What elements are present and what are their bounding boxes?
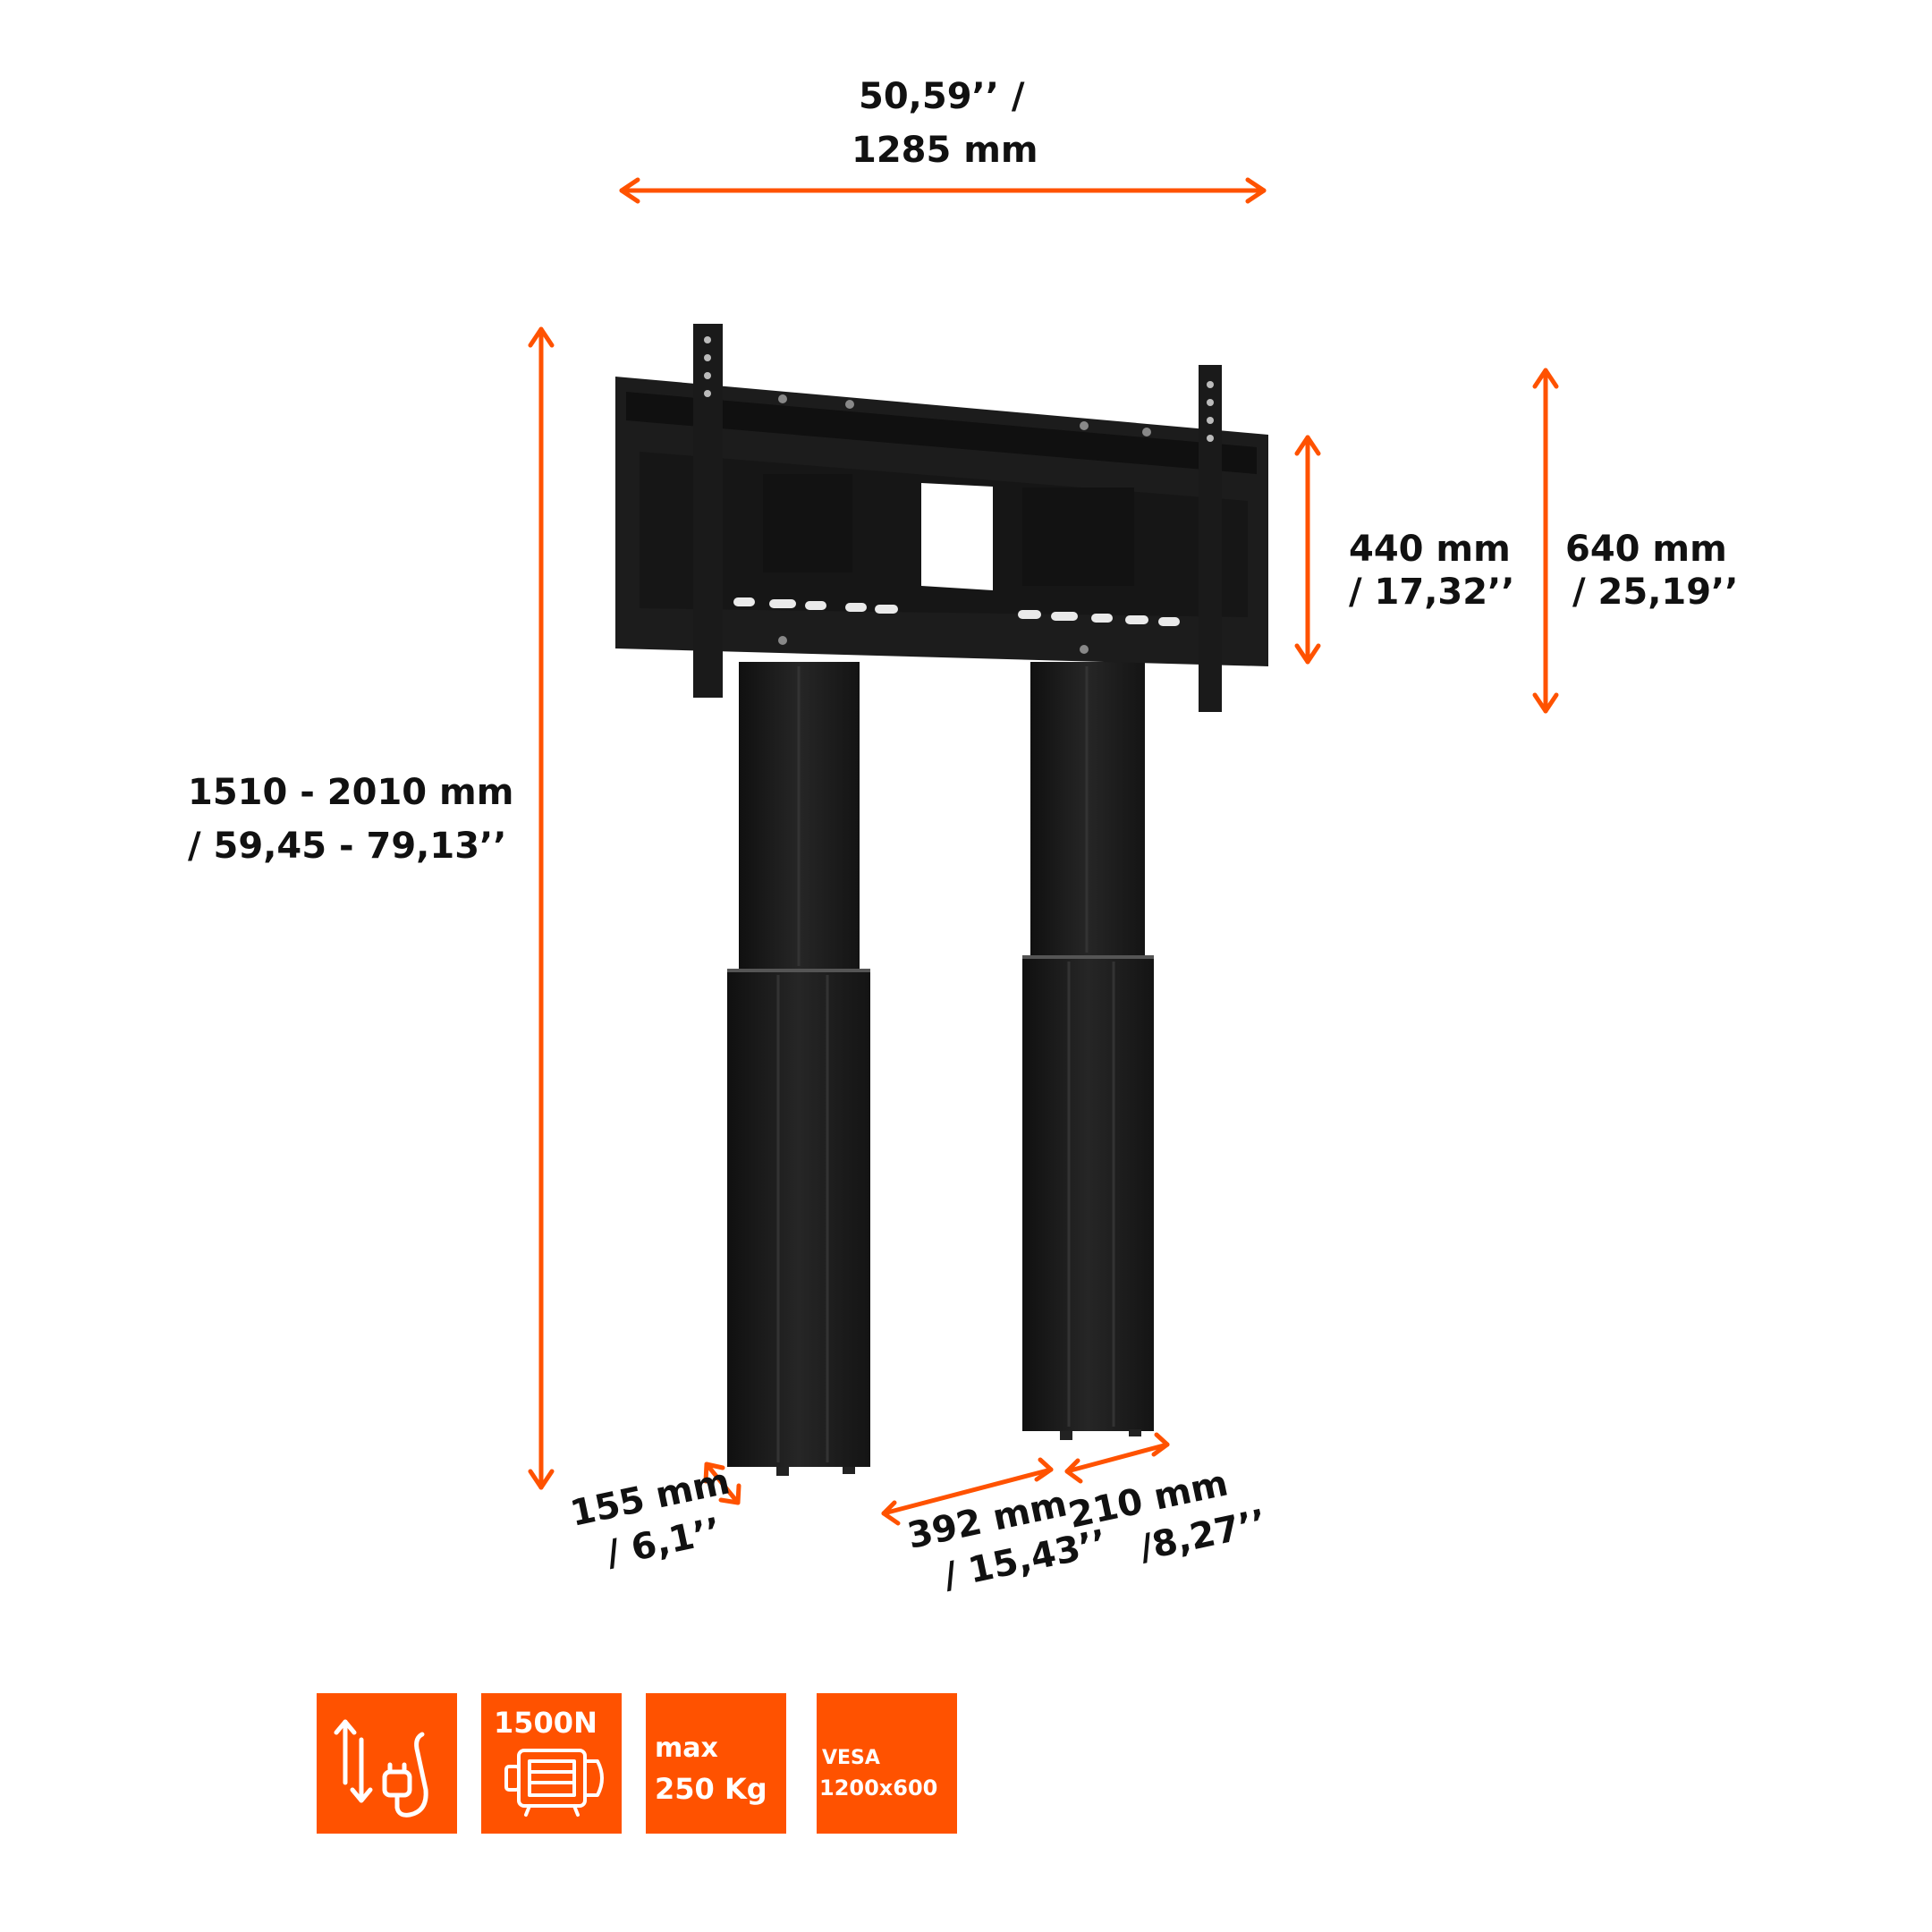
motor-icon — [504, 1749, 604, 1817]
right-column — [1022, 662, 1154, 1440]
frame-height-mm: 440 mm — [1349, 529, 1511, 570]
width-label: 50,59’’ / 1285 mm — [852, 70, 1038, 177]
max-load-badge: max 250 Kg — [646, 1693, 786, 1834]
mount-height-mm: 640 mm — [1565, 529, 1727, 570]
lifting-force-label: 1500N — [494, 1706, 597, 1740]
mount-height-inches: / 25,19’’ — [1572, 572, 1739, 613]
frame-height-inches: / 17,32’’ — [1349, 572, 1515, 613]
max-load-line2: 250 Kg — [655, 1772, 767, 1806]
max-load-line1: max — [655, 1733, 718, 1764]
frame-height-arrow — [1294, 435, 1321, 665]
lifting-force-badge: 1500N — [481, 1693, 622, 1834]
mount-height-arrow — [1532, 368, 1559, 714]
dimension-arrows — [528, 177, 1559, 1526]
column-spacing-arrow — [881, 1457, 1054, 1526]
width-arrow — [619, 177, 1267, 204]
vesa-badge: VESA 1200x600 — [817, 1693, 957, 1834]
height-arrow — [528, 326, 555, 1490]
electric-adjust-badge — [317, 1693, 457, 1834]
height-mm: 1510 - 2010 mm — [188, 772, 514, 813]
column-depth-arrow — [1064, 1432, 1170, 1484]
height-inches: / 59,45 - 79,13’’ — [188, 826, 507, 867]
width-mm: 1285 mm — [852, 130, 1038, 171]
mounting-frame — [615, 324, 1268, 712]
left-column — [727, 662, 870, 1476]
vesa-line1: VESA — [822, 1747, 880, 1769]
width-inches: 50,59’’ / — [859, 76, 1025, 117]
mount-height-label: 640 mm / 25,19’’ — [1565, 528, 1738, 614]
column-width-arrow — [703, 1462, 741, 1505]
height-label: 1510 - 2010 mm / 59,45 - 79,13’’ — [188, 766, 513, 873]
frame-height-label: 440 mm / 17,32’’ — [1349, 528, 1514, 614]
electric-height-adjust-icon — [334, 1719, 428, 1818]
vesa-line2: 1200x600 — [819, 1775, 938, 1801]
